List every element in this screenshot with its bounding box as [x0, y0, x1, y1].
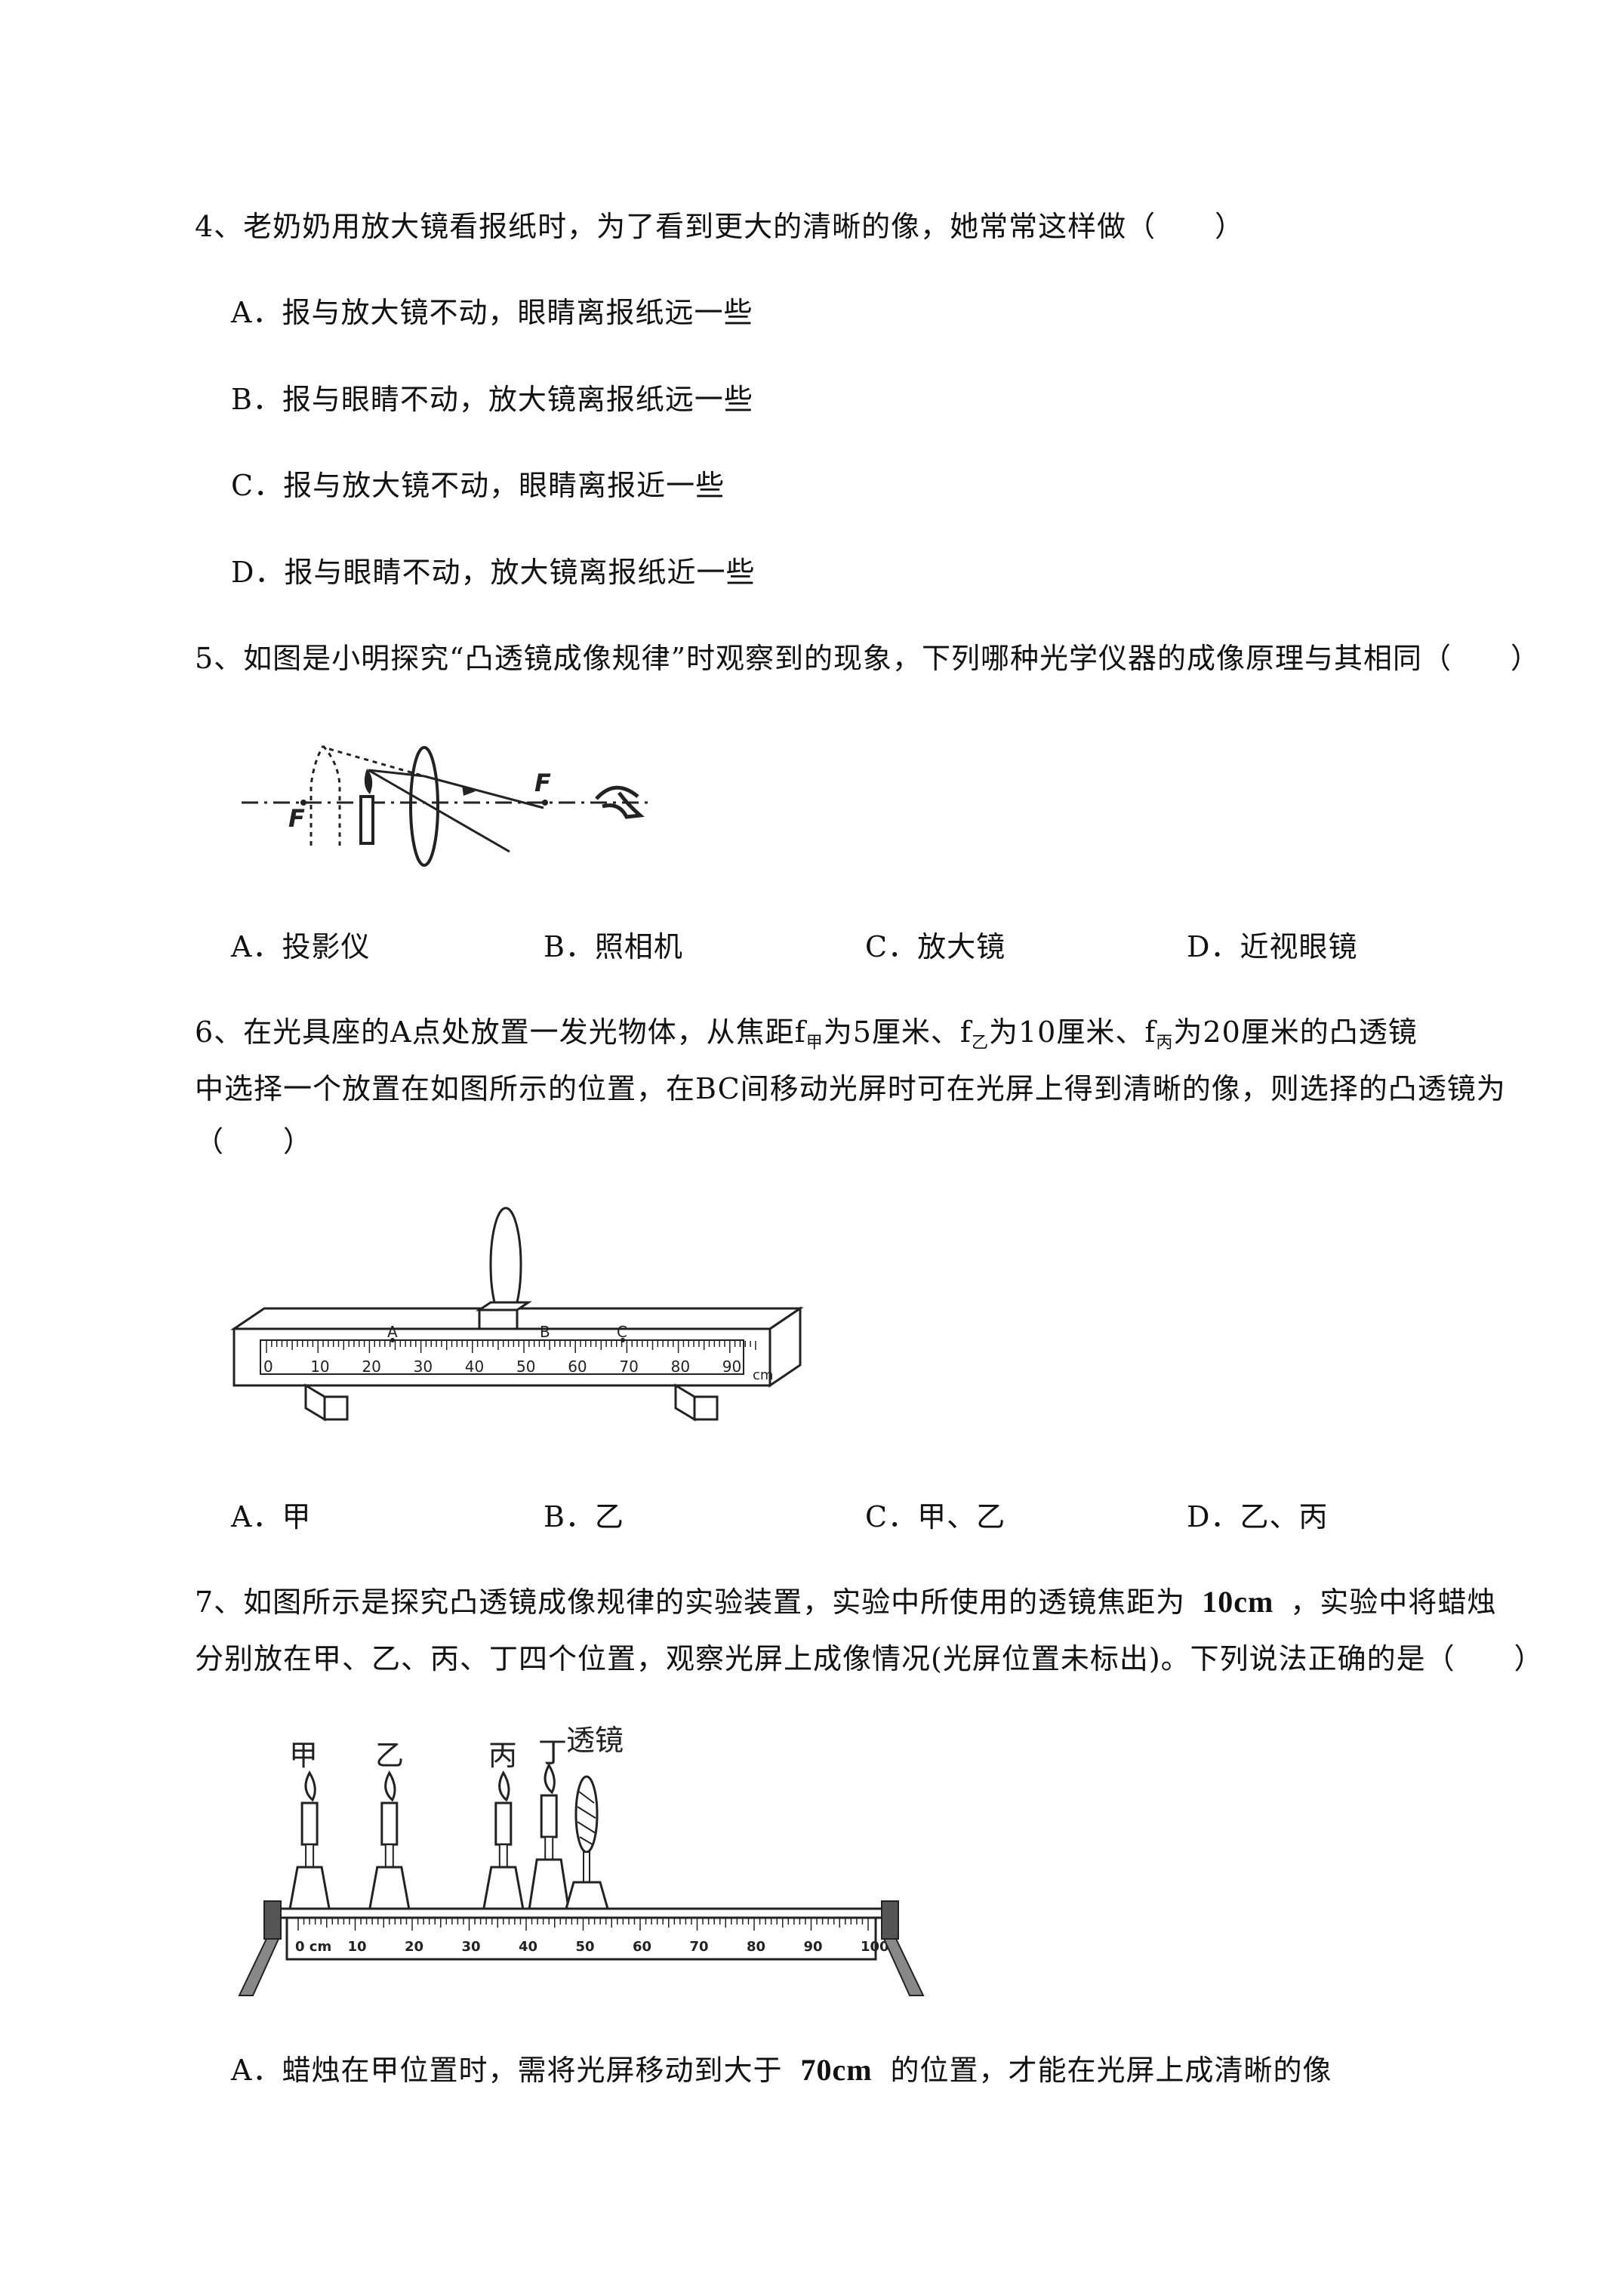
point-b-label: B	[540, 1323, 550, 1341]
q4-stem: 4、老奶奶用放大镜看报纸时，为了看到更大的清晰的像，她常常这样做（ ）	[195, 210, 1245, 243]
scale-label: 40	[465, 1358, 484, 1376]
q6-option-c: C．甲、乙	[865, 1500, 1006, 1533]
scale-label: 50	[516, 1358, 535, 1376]
q6-stem-line3: （ ）	[195, 1125, 313, 1158]
q6-option-a: A．甲	[231, 1500, 312, 1533]
candle-body	[540, 1794, 558, 1838]
q5-option-a: A．投影仪	[231, 930, 371, 963]
ray-1b	[423, 775, 544, 809]
scale-label: 50	[576, 1939, 595, 1955]
q5-stem: 5、如图是小明探究“凸透镜成像规律”时观察到的现象，下列哪种光学仪器的成像原理与…	[195, 642, 1541, 675]
candle-holder	[288, 1866, 331, 1910]
candle-flame	[304, 1770, 316, 1802]
label-jia: 甲	[289, 1739, 318, 1772]
candle-stem	[305, 1844, 315, 1868]
candle-flame	[384, 1770, 396, 1802]
candle-flame	[364, 769, 373, 794]
left-post	[263, 1900, 282, 1940]
q4-option-d: D．报与眼睛不动，放大镜离报纸近一些	[231, 556, 756, 589]
scale-label: 70	[690, 1939, 709, 1955]
candle-stem	[544, 1836, 554, 1860]
ray-arrow	[462, 785, 476, 796]
ray-1a	[368, 769, 425, 778]
left-leg	[238, 1938, 280, 1996]
candle-holder	[368, 1866, 411, 1910]
right-leg	[882, 1938, 925, 1996]
q6-optical-bench-figure: 0 10 20 30 40 50 60 70 80 90 cm A B C	[230, 1207, 804, 1422]
q5-option-c: C．放大镜	[865, 930, 1006, 963]
eye-icon	[595, 785, 645, 819]
scale-label: 60	[633, 1939, 651, 1955]
scale-label: 30	[414, 1358, 433, 1376]
label-ding: 丁	[538, 1736, 567, 1769]
focus-label-left: F	[288, 804, 305, 833]
candle-body	[494, 1801, 513, 1846]
candle-body	[380, 1801, 399, 1846]
point-a-label: A	[387, 1323, 398, 1341]
scale-label: 0	[263, 1358, 273, 1376]
virtual-image	[310, 744, 341, 846]
candle-body	[359, 795, 374, 845]
focus-label-right: F	[534, 769, 551, 797]
scale-label: 90	[804, 1939, 823, 1955]
point-c-label: C	[617, 1323, 627, 1341]
rail	[270, 1907, 892, 1919]
lens-holder	[478, 1308, 519, 1330]
q6-option-b: B．乙	[544, 1500, 624, 1533]
scale-label: 20	[362, 1358, 380, 1376]
scale-label: 80	[747, 1939, 765, 1955]
left-leg	[304, 1383, 326, 1422]
unit-label: cm	[753, 1367, 773, 1383]
label-lens: 透镜	[566, 1724, 624, 1757]
scale-label: 40	[519, 1939, 537, 1955]
scale-label: 60	[568, 1358, 587, 1376]
scale-label: 100	[861, 1939, 889, 1955]
scale-strip	[285, 1916, 877, 1961]
scale-label: 10	[310, 1358, 329, 1376]
q6-stem-line1: 6、在光具座的A点处放置一发光物体，从焦距f甲为5厘米、f乙为10厘米、f丙为2…	[195, 1015, 1418, 1052]
q6-stem-line2: 中选择一个放置在如图所示的位置，在BC间移动光屏时可在光屏上得到清晰的像，则选择…	[195, 1072, 1506, 1105]
q5-lens-figure: F F	[242, 744, 649, 867]
q7-optical-bench-figure: 甲 乙 丙 丁 透镜 0 cm 10 20 30 40 50 60 70 80 90 100	[238, 1724, 925, 1996]
scale-label: 70	[619, 1358, 638, 1376]
right-leg	[674, 1383, 696, 1422]
scale-label: 30	[462, 1939, 481, 1955]
scale-label: 80	[671, 1358, 690, 1376]
scale-label: 10	[348, 1939, 367, 1955]
candle-holder	[528, 1858, 570, 1910]
q6-option-d: D．乙、丙	[1187, 1500, 1329, 1533]
q4-option-c: C．报与放大镜不动，眼睛离报近一些	[231, 469, 725, 502]
convex-lens	[409, 746, 439, 867]
ray-2	[368, 769, 510, 853]
q5-option-d: D．近视眼镜	[1187, 930, 1358, 963]
candle-stem	[384, 1844, 394, 1868]
label-bing: 丙	[488, 1739, 517, 1772]
candle-flame	[544, 1762, 556, 1795]
scale-label: 20	[405, 1939, 423, 1955]
scale-label: 90	[722, 1358, 741, 1376]
label-yi: 乙	[375, 1739, 404, 1772]
q4-option-a: A．报与放大镜不动，眼睛离报纸远一些	[231, 296, 753, 329]
candle-stem	[498, 1844, 508, 1868]
scale-label: 0 cm	[295, 1939, 331, 1955]
candle-flame	[498, 1770, 510, 1802]
ray-virtual-1	[328, 747, 425, 778]
right-post	[881, 1900, 899, 1940]
q7-stem-line2: 分别放在甲、乙、丙、丁四个位置，观察光屏上成像情况(光屏位置未标出)。下列说法正…	[195, 1642, 1544, 1675]
candle-body	[300, 1801, 319, 1846]
q5-option-b: B．照相机	[544, 930, 683, 963]
candle-holder	[482, 1866, 525, 1910]
q4-option-b: B．报与眼睛不动，放大镜离报纸远一些	[231, 383, 753, 416]
